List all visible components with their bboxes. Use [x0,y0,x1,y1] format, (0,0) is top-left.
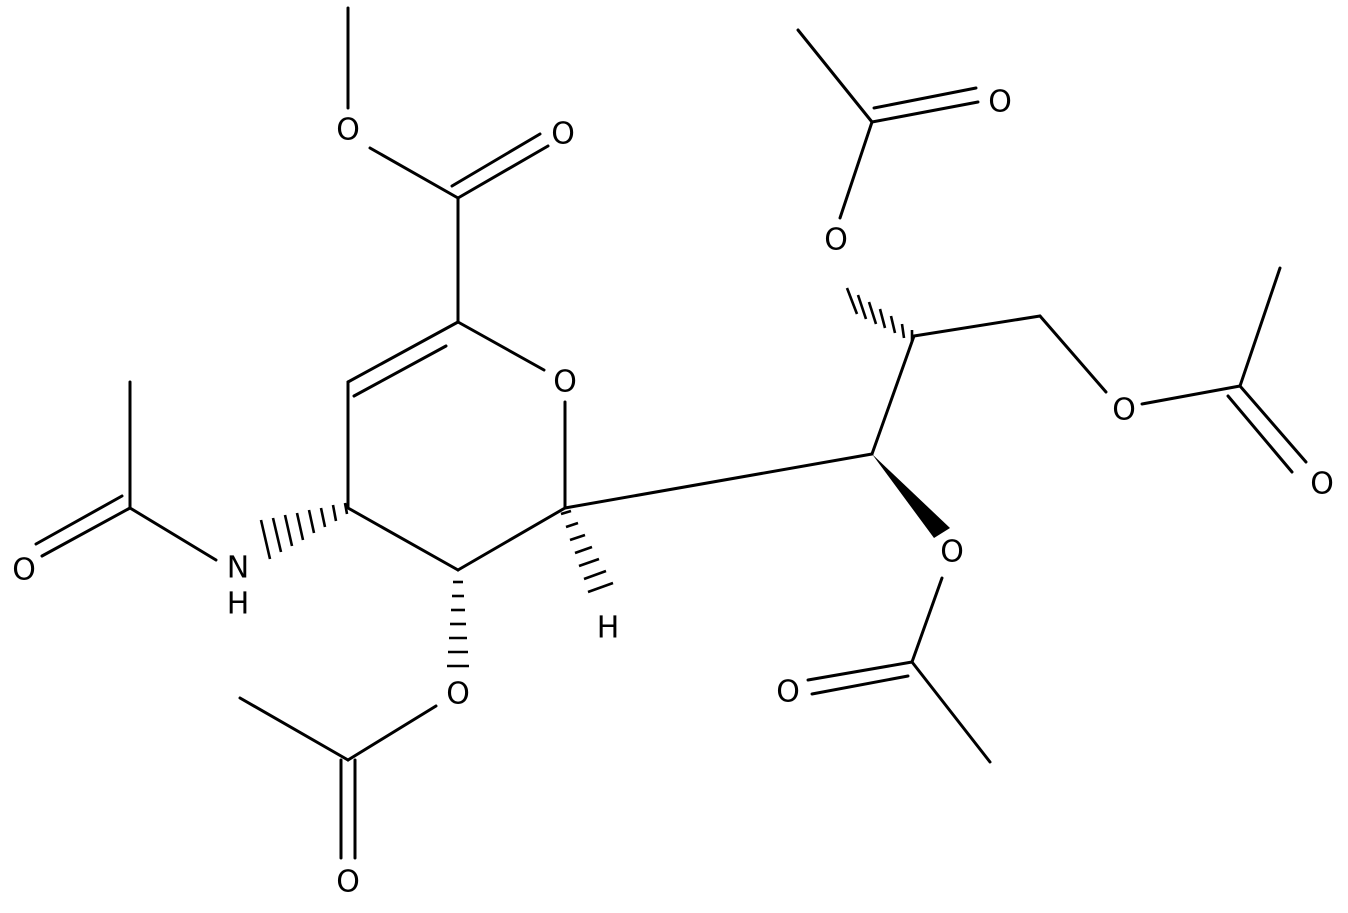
bond-acyl-methyl-c8 [796,28,874,124]
wedge-bond-c7-o [872,454,950,538]
atom-labels: O O O N H O O O H O O O O O O [12,85,1334,900]
bond-o-acyl-c7 [910,576,944,664]
bond-c7-c8 [870,334,916,456]
bond-acyl-o-double-terminal-1 [1238,384,1308,464]
bond-c8-c9 [912,314,1042,338]
bond-c6-c5 [456,506,567,572]
bond-o-acyl-c-terminal [1140,384,1242,406]
terminal-acetate-oxygen-label: O [1112,393,1136,428]
bond-o-carbonyl-c [368,146,460,200]
bond-o-acyl-c5 [346,704,438,762]
bond-acyl-o-double-c8-2 [872,86,978,110]
bond-n-acyl-c [128,506,218,562]
ester-oxygen-label: O [336,113,360,148]
side-acetate-2-carbonyl-oxygen-label: O [776,675,800,710]
bond-acyl-methyl-c5 [238,696,350,762]
bond-acyl-methyl-c7 [910,660,992,764]
bond-c2-o-ring [456,320,546,372]
ring-acetate-carbonyl-oxygen-label: O [336,865,360,900]
bond-c9-o [1038,314,1108,394]
hashed-bond-c8-o [845,287,914,342]
ring-oxygen-label: O [553,365,577,400]
bond-amide-o-double-2 [34,494,124,546]
bonds [34,6,1308,860]
stereo-bonds [259,287,950,668]
hashed-bond-c6-h [560,509,614,594]
bond-acyl-o-double-terminal-2 [1226,394,1294,474]
bond-c3-c2-double-outer [346,320,460,384]
bond-ester-c-o-double-2 [450,132,542,188]
bond-acyl-o-double-c7-1 [806,660,914,682]
hashed-bond-c5-o [447,580,469,668]
bond-acyl-methyl-terminal [1238,266,1282,388]
bond-c3-c2-double-inner [352,344,448,398]
bond-c5-c4 [346,506,460,572]
bond-acyl-o-double-c8-1 [870,100,980,124]
bond-acyl-o-double-c7-2 [810,674,910,696]
side-acetate-1-carbonyl-oxygen-label: O [988,85,1012,120]
side-acetate-1-oxygen-label: O [824,223,848,258]
bond-o-acyl-c8 [838,120,874,220]
bond-c6-c7 [563,452,874,510]
ester-carbonyl-oxygen-label: O [551,117,575,152]
nitrogen-label: N [227,551,249,586]
bond-amide-o-double-1 [40,506,132,558]
ring-acetate-oxygen-label: O [446,677,470,712]
amide-hydrogen-label: H [227,587,250,622]
stereo-hydrogen-label: H [597,611,620,646]
terminal-acetate-carbonyl-oxygen-label: O [1310,467,1334,502]
amide-oxygen-label: O [12,553,36,588]
bond-ester-c-o-double-1 [456,144,550,200]
side-acetate-2-oxygen-label: O [940,535,964,570]
hashed-bond-c4-n [259,502,349,560]
